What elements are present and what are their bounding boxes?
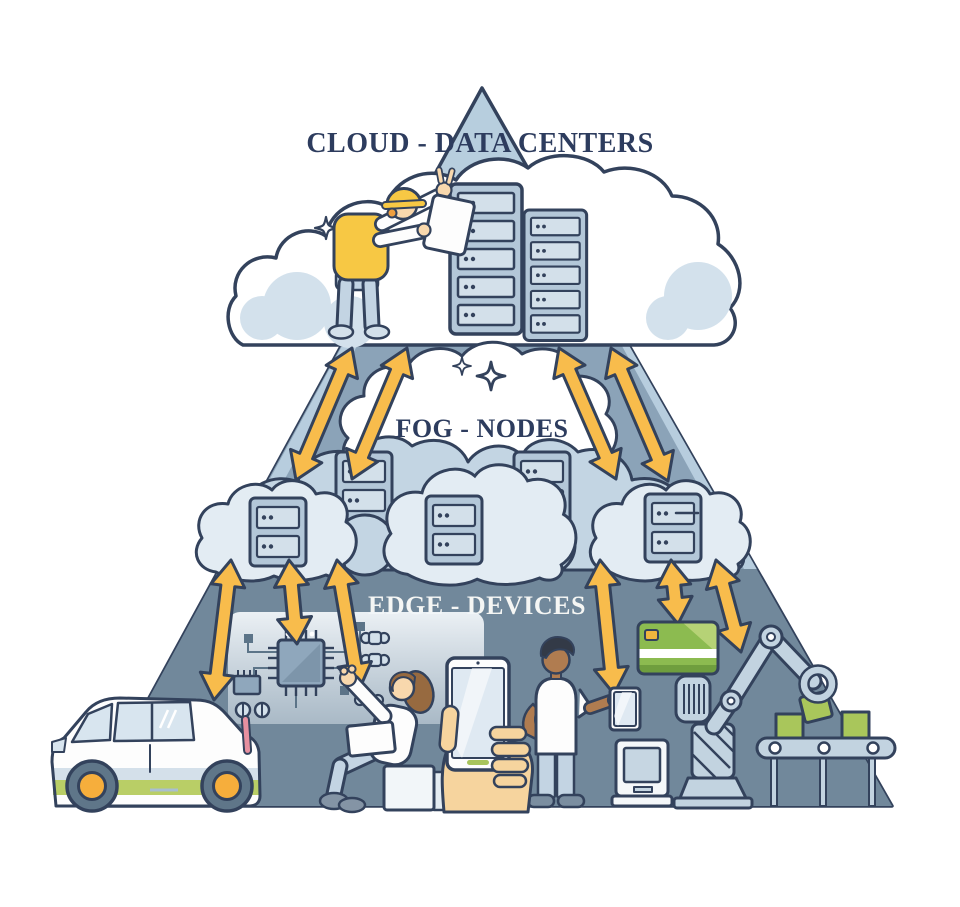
fog-layer-label: FOG - NODES	[395, 414, 568, 443]
connected-car-icon	[50, 696, 262, 813]
maintenance-worker-icon	[327, 166, 476, 340]
double-arrow-icon	[704, 558, 753, 654]
server-node-icon	[643, 492, 703, 564]
edge-devices	[50, 620, 897, 814]
server-node-icon	[248, 496, 308, 568]
server-rack-icon	[522, 208, 589, 343]
man-with-tablet-icon	[521, 636, 642, 809]
hand-with-smartphone-icon	[438, 656, 534, 814]
double-arrow-icon	[552, 346, 623, 481]
cloud-layer: CLOUD - DATA CENTERS	[226, 128, 742, 348]
double-arrow-icon	[198, 558, 247, 702]
double-arrow-icon	[289, 346, 359, 482]
credit-card-icon	[636, 620, 720, 676]
server-node-icon	[424, 494, 484, 566]
cloud-fog-connectors	[289, 346, 675, 483]
cloud-layer-label: CLOUD - DATA CENTERS	[306, 128, 653, 159]
desktop-terminal-icon	[610, 738, 674, 808]
double-arrow-icon	[344, 346, 415, 481]
conveyor-belt-icon	[755, 710, 897, 807]
double-arrow-icon	[604, 346, 675, 483]
robot-arm-icon	[672, 624, 838, 810]
double-arrow-icon	[273, 558, 313, 646]
smart-speaker-icon	[674, 674, 712, 724]
